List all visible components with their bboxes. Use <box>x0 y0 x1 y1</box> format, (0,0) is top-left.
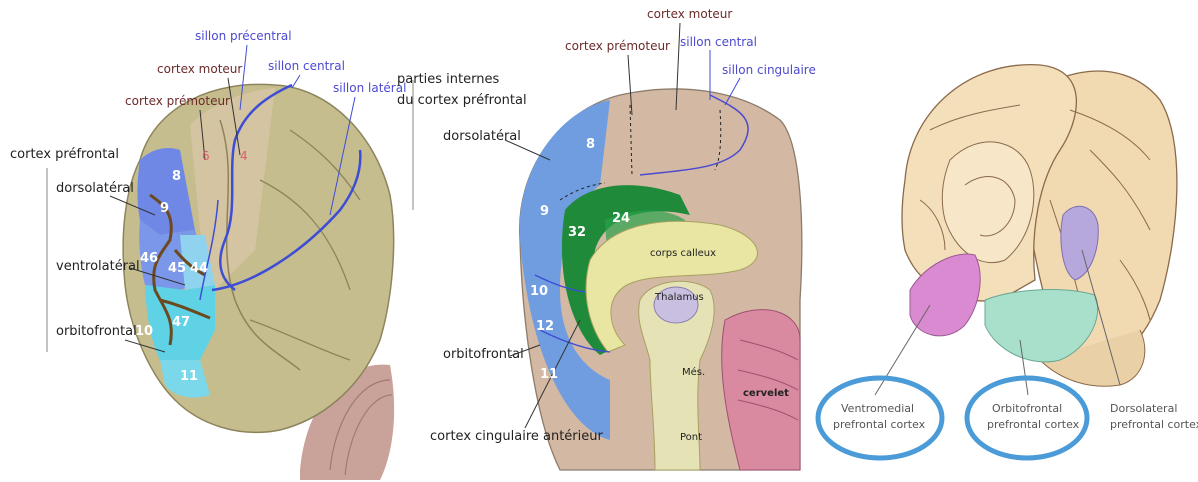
label-anterior-cingulate: cortex cingulaire antérieur <box>430 429 604 444</box>
panel-illustrated-brain: Ventromedial prefrontal cortex Orbitofro… <box>818 65 1198 458</box>
area-number: 11 <box>180 369 198 384</box>
label-mesencephalon: Més. <box>682 366 705 378</box>
panel-medial-view: parties internes du cortex préfrontal do… <box>397 7 816 470</box>
label-dorsolateral-3: Dorsolateral <box>1110 402 1177 415</box>
area-number: 8 <box>586 137 595 152</box>
area-number: 10 <box>530 284 548 299</box>
label-ventromedial-2: prefrontal cortex <box>833 418 926 431</box>
area-number: 4 <box>240 149 248 163</box>
area-number: 10 <box>135 324 153 339</box>
area-number: 46 <box>140 251 158 266</box>
label-dorsolateral-4: prefrontal cortex <box>1110 418 1198 431</box>
label-internal-parts-2: du cortex préfrontal <box>397 93 527 108</box>
label-orbitofrontal: orbitofrontal <box>56 324 137 339</box>
area-number: 47 <box>172 315 190 330</box>
area-number: 32 <box>568 225 586 240</box>
label-corpus-callosum: corps calleux <box>650 248 716 259</box>
label-orbitofrontal-3: Orbitofrontal <box>992 402 1062 415</box>
label-premotor-cortex: cortex prémoteur <box>125 94 230 108</box>
label-motor-cortex-2: cortex moteur <box>647 7 732 21</box>
area-number: 8 <box>172 169 181 184</box>
label-thalamus: Thalamus <box>654 292 704 303</box>
label-precentral-sulcus: sillon précentral <box>195 29 292 43</box>
area-number: 11 <box>540 367 558 382</box>
label-motor-cortex: cortex moteur <box>157 62 242 76</box>
label-central-sulcus: sillon central <box>268 59 345 73</box>
label-orbitofrontal-4: prefrontal cortex <box>987 418 1080 431</box>
panel-lateral-view: cortex préfrontal dorsolatéral ventrolat… <box>10 29 406 480</box>
area-number: 9 <box>540 204 549 219</box>
label-prefrontal-cortex: cortex préfrontal <box>10 147 119 162</box>
area-number: 9 <box>160 201 169 216</box>
label-ventrolateral: ventrolatéral <box>56 259 140 274</box>
label-cerebellum: cervelet <box>743 388 789 399</box>
label-orbitofrontal-2: orbitofrontal <box>443 347 524 362</box>
area-number: 45 <box>168 261 186 276</box>
label-lateral-sulcus: sillon latéral <box>333 81 406 95</box>
label-pons: Pont <box>680 432 702 443</box>
area-number: 44 <box>190 261 208 276</box>
label-premotor-cortex-2: cortex prémoteur <box>565 39 670 53</box>
area-number: 12 <box>536 319 554 334</box>
label-central-sulcus-2: sillon central <box>680 35 757 49</box>
label-dorsolateral: dorsolatéral <box>56 181 134 196</box>
area-number: 24 <box>612 211 630 226</box>
label-ventromedial-1: Ventromedial <box>841 402 914 415</box>
label-cingulate-sulcus: sillon cingulaire <box>722 63 816 77</box>
label-internal-parts-1: parties internes <box>397 72 499 87</box>
area-number: 6 <box>202 149 210 163</box>
